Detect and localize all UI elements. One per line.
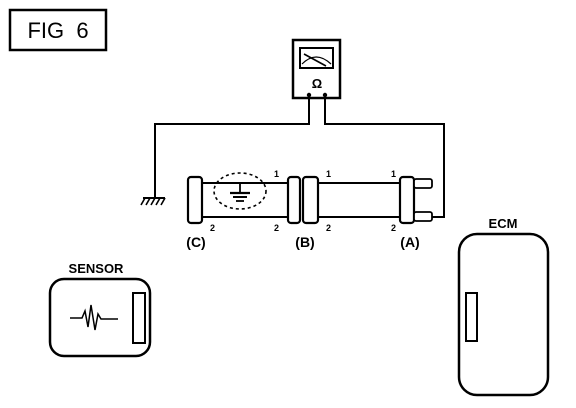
ohmmeter-display (299, 47, 334, 69)
connector-b-pin-1-right: 1 (326, 169, 331, 179)
connector-b-pin-2-left: 2 (274, 223, 279, 233)
connector-b-pin-2-right: 2 (326, 223, 331, 233)
ohmmeter-needle (303, 53, 327, 67)
connector-a-pin-1: 1 (391, 169, 396, 179)
fault-circle (213, 172, 267, 210)
sensor-waveform-icon (70, 304, 118, 331)
connector-c: (C) 2 (186, 175, 215, 250)
sensor-module: SENSOR (48, 261, 152, 358)
connector-b-label: (B) (295, 234, 314, 250)
connector-c-body (186, 175, 204, 225)
connector-a-terminal-2 (413, 211, 433, 222)
connector-c-label: (C) (186, 234, 205, 250)
figure-label-frame (8, 8, 108, 52)
connector-a-pin-2: 2 (391, 223, 396, 233)
ground-icon (140, 197, 166, 206)
connector-a-terminal-1 (413, 178, 433, 189)
ohmmeter: Ω (291, 38, 342, 100)
connector-b-body-left (286, 175, 302, 225)
connector-a-label: (A) (400, 234, 419, 250)
meter-lead-to-connector-a (324, 95, 445, 218)
connector-a-body (398, 175, 416, 225)
connector-b-pin-1-left: 1 (274, 169, 279, 179)
ecm-connector-port (465, 292, 478, 342)
harness-wires (202, 182, 400, 218)
ecm-module: ECM (457, 216, 550, 397)
connector-b-body-right (301, 175, 320, 225)
ecm-label: ECM (489, 216, 518, 231)
connector-a: (A) 1 2 (391, 169, 433, 250)
short-to-ground-marker (213, 172, 267, 210)
figure-label-text: FIG 6 (27, 18, 88, 43)
meter-lead-to-ground (154, 95, 310, 198)
connector-b: (B) 1 2 1 2 (274, 169, 331, 250)
ohm-symbol: Ω (312, 76, 322, 91)
connector-c-pin-2: 2 (210, 223, 215, 233)
figure-label: FIG 6 (8, 8, 108, 52)
ecm-body (457, 232, 550, 397)
sensor-connector-port (132, 292, 146, 344)
sensor-label: SENSOR (69, 261, 125, 276)
ohmmeter-scale-arc (301, 56, 332, 65)
